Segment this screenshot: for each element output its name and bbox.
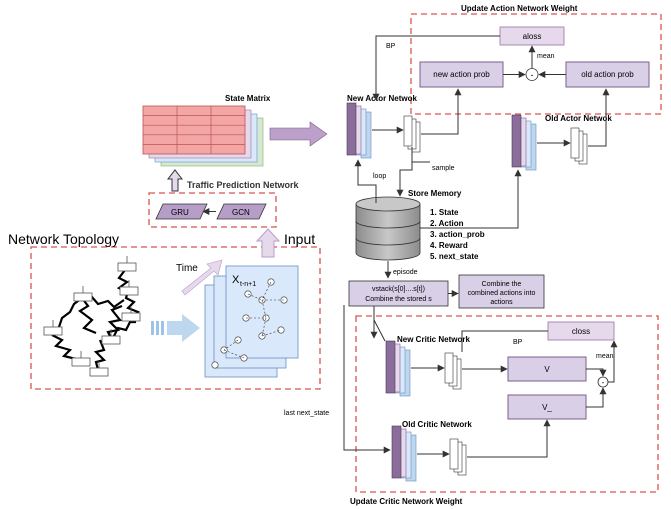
gcn-box <box>216 203 267 220</box>
router-antenna-icons <box>52 256 132 368</box>
network-topology-title: Network Topology <box>8 231 119 247</box>
new-action-prob-label: new action prob <box>433 70 490 79</box>
gru-box <box>155 203 208 220</box>
v-label: V <box>544 365 550 374</box>
old-actor-title: Old Actor Netwok <box>545 114 612 123</box>
new-critic-title: New Critic Network <box>397 335 470 344</box>
aloss-label: aloss <box>523 32 542 41</box>
loop-label: loop <box>373 173 386 180</box>
x-label: X <box>232 274 240 286</box>
critic-mean-label: mean <box>596 353 614 360</box>
new-action-prob-box <box>419 61 504 88</box>
critic-bp-label: BP <box>513 339 523 346</box>
gru-label: GRU <box>171 208 189 217</box>
memory-item: 5. next_state <box>430 252 479 261</box>
episode-label: episode <box>393 269 418 276</box>
vstack-line1: vstack(s[0]....s[t]) <box>372 286 425 293</box>
last-next-state-label: last next_state <box>284 410 329 417</box>
prediction-to-matrix-arrow <box>166 169 184 192</box>
v-box <box>507 356 587 382</box>
input-graph-stack: X t-n+1 <box>204 265 299 378</box>
old-action-prob-label: old action prob <box>581 70 634 79</box>
critic-minus-symbol: - <box>602 378 605 387</box>
actor-bp-label: BP <box>386 43 396 50</box>
memory-item: 2. Action <box>430 219 464 228</box>
old-critic-network <box>391 425 467 482</box>
memory-item: 3. action_prob <box>430 230 485 239</box>
input-title: Input <box>284 231 315 247</box>
combine-actions-box <box>458 274 545 309</box>
combine-line2: combined actions into <box>468 290 536 297</box>
x-subscript: t-n+1 <box>240 281 256 288</box>
update-critic-title: Update Critic Network Weight <box>350 497 463 506</box>
matrix-to-actor-arrow <box>269 121 328 147</box>
v-old-box <box>507 394 587 420</box>
memory-item: 1. State <box>430 208 459 217</box>
vstack-box <box>348 280 449 307</box>
old-actor-network <box>511 114 588 171</box>
actor-minus-symbol: - <box>531 70 534 80</box>
update-critic-frame <box>355 315 659 493</box>
combine-line3: actions <box>490 299 513 306</box>
new-critic-network <box>385 340 462 397</box>
memory-items-list: 1. State 2. Action 3. action_prob 4. Rew… <box>430 208 485 261</box>
update-actor-title: Update Action Network Weight <box>461 4 578 13</box>
old-action-prob-box <box>565 61 650 88</box>
time-label: Time <box>176 263 198 274</box>
traffic-prediction-frame <box>148 192 277 228</box>
store-memory-database <box>355 196 421 261</box>
vstack-line2: Combine the stored s <box>365 296 432 303</box>
network-topology-graph <box>51 269 140 371</box>
combine-line1: Combine the <box>482 281 522 288</box>
old-critic-title: Old Critic Network <box>402 420 472 429</box>
v-old-label: V_ <box>542 403 552 412</box>
state-matrix <box>142 105 264 167</box>
closs-label: closs <box>572 327 590 336</box>
traffic-prediction-title: Traffic Prediction Network <box>187 180 300 190</box>
sample-label: sample <box>432 165 455 172</box>
update-actor-frame <box>410 13 662 115</box>
memory-item: 4. Reward <box>430 241 468 250</box>
gcn-label: GCN <box>232 208 250 217</box>
state-matrix-title: State Matrix <box>225 94 271 103</box>
actor-mean-label: mean <box>537 53 555 60</box>
topology-to-input-arrow <box>151 314 200 342</box>
store-memory-title: Store Memory <box>408 189 462 198</box>
network-topology-frame <box>30 246 321 390</box>
new-actor-network <box>346 102 421 159</box>
time-arrow <box>181 259 223 296</box>
new-actor-title: New Actor Netwok <box>347 94 417 103</box>
input-to-prediction-arrow <box>255 228 281 258</box>
actor-subtract-node <box>525 68 539 81</box>
